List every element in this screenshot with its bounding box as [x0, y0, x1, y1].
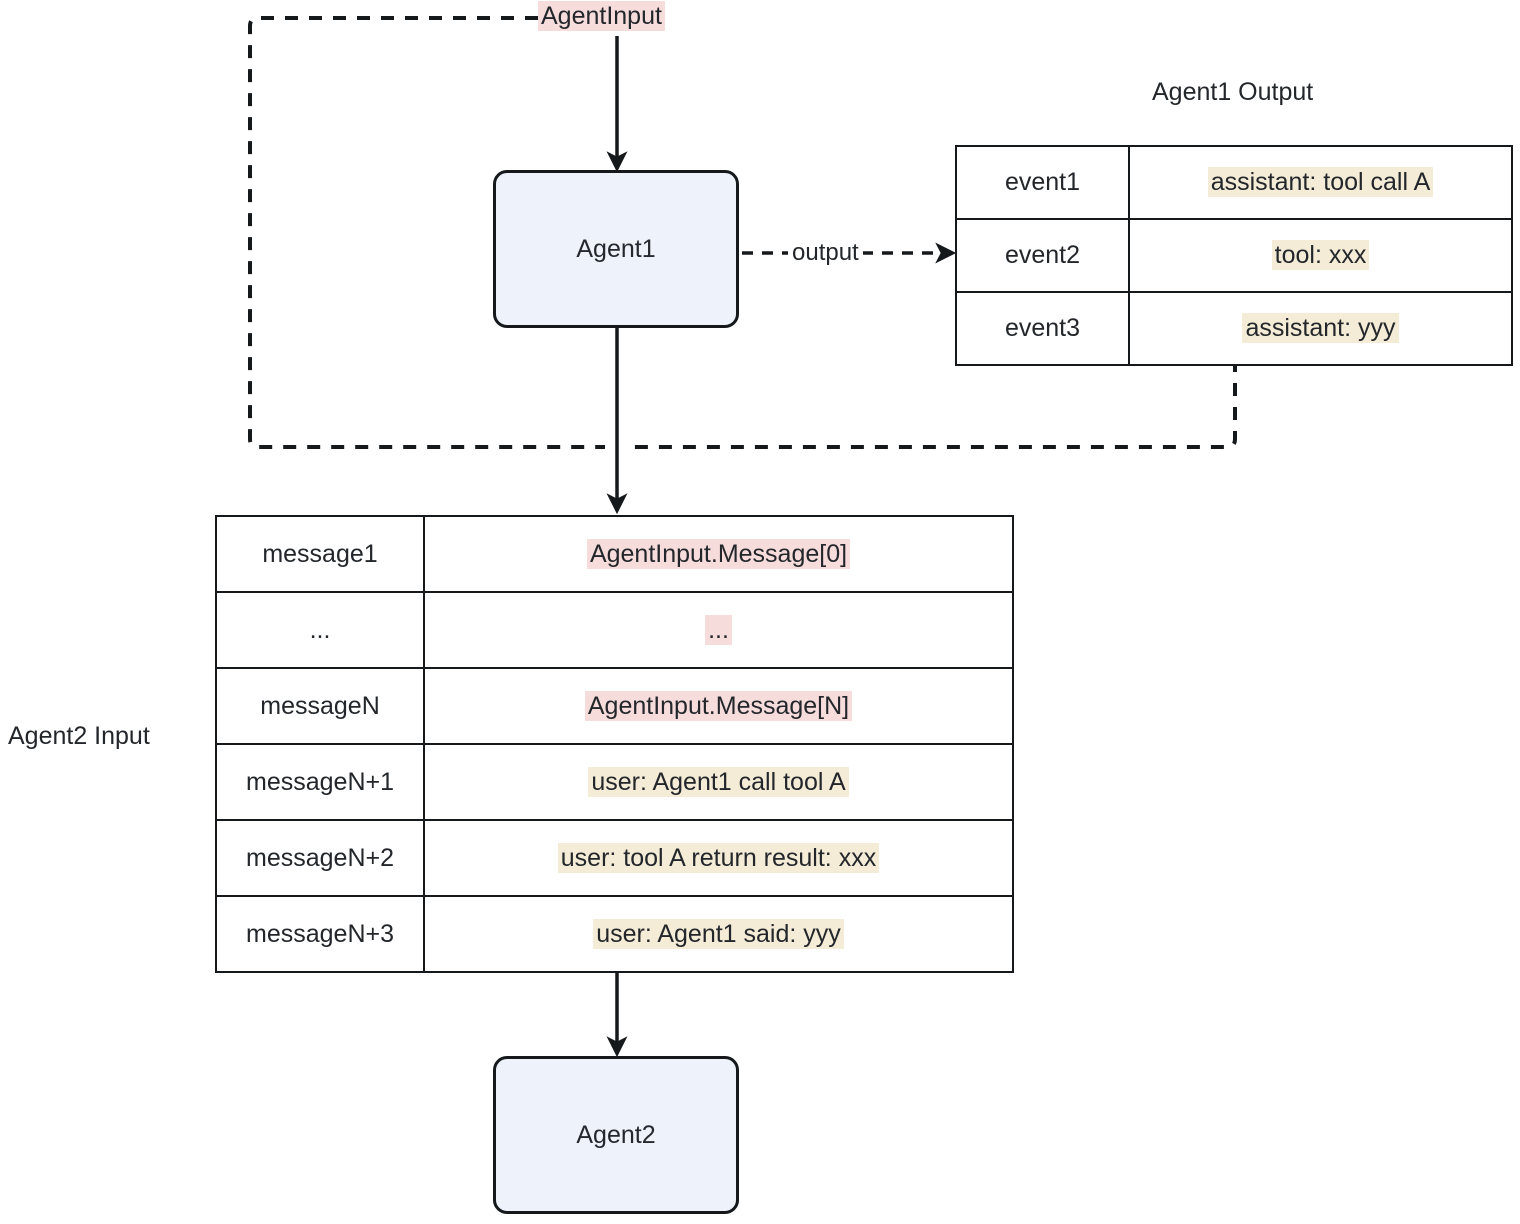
- event-value-text: assistant: tool call A: [1207, 167, 1434, 197]
- event-value-cell: tool: xxx: [1128, 218, 1513, 293]
- message-key-cell: ...: [215, 591, 425, 669]
- table-row: event1 assistant: tool call A: [955, 145, 1513, 220]
- message-value-text: user: Agent1 call tool A: [588, 766, 849, 797]
- table-row: messageN+1 user: Agent1 call tool A: [215, 743, 1014, 821]
- message-key-cell: messageN+3: [215, 895, 425, 973]
- message-value-text: user: tool A return result: xxx: [557, 842, 880, 873]
- event-value-cell: assistant: tool call A: [1128, 145, 1513, 220]
- event-value-text: assistant: yyy: [1242, 313, 1399, 343]
- agent2-input-caption: Agent2 Input: [8, 722, 150, 750]
- message-value-cell: user: Agent1 said: yyy: [423, 895, 1014, 973]
- message-value-cell: user: Agent1 call tool A: [423, 743, 1014, 821]
- agent2-node-label: Agent2: [576, 1120, 656, 1149]
- event-key-cell: event2: [955, 218, 1130, 293]
- agent1-output-caption: Agent1 Output: [1152, 78, 1314, 106]
- message-key-cell: messageN+2: [215, 819, 425, 897]
- edge-agent1output-feedback-rail: [630, 359, 1237, 449]
- message-key-cell: message1: [215, 515, 425, 593]
- table-row: messageN+3 user: Agent1 said: yyy: [215, 895, 1014, 973]
- table-row: event3 assistant: yyy: [955, 291, 1513, 366]
- message-value-cell: ...: [423, 591, 1014, 669]
- message-value-cell: user: tool A return result: xxx: [423, 819, 1014, 897]
- agent-input-text: AgentInput: [538, 1, 665, 31]
- message-value-text: AgentInput.Message[0]: [586, 538, 851, 569]
- table-row: ... ...: [215, 591, 1014, 669]
- table-row: message1 AgentInput.Message[0]: [215, 515, 1014, 593]
- event-value-cell: assistant: yyy: [1128, 291, 1513, 366]
- output-edge-label: output: [788, 239, 863, 267]
- table-row: event2 tool: xxx: [955, 218, 1513, 293]
- message-value-cell: AgentInput.Message[0]: [423, 515, 1014, 593]
- agent1-output-table: event1 assistant: tool call A event2 too…: [955, 145, 1513, 366]
- message-key-cell: messageN+1: [215, 743, 425, 821]
- agent2-node[interactable]: Agent2: [493, 1056, 739, 1214]
- agent1-node-label: Agent1: [576, 234, 656, 263]
- event-key-cell: event3: [955, 291, 1130, 366]
- message-value-cell: AgentInput.Message[N]: [423, 667, 1014, 745]
- message-value-text: AgentInput.Message[N]: [584, 690, 853, 721]
- agent-input-label: AgentInput: [538, 1, 665, 31]
- agent1-node[interactable]: Agent1: [493, 170, 739, 328]
- event-key-cell: event1: [955, 145, 1130, 220]
- message-value-text: ...: [705, 614, 732, 645]
- table-row: messageN+2 user: tool A return result: x…: [215, 819, 1014, 897]
- message-value-text: user: Agent1 said: yyy: [593, 918, 844, 949]
- agent2-input-table: message1 AgentInput.Message[0] ... ... m…: [215, 515, 1014, 973]
- table-row: messageN AgentInput.Message[N]: [215, 667, 1014, 745]
- message-key-cell: messageN: [215, 667, 425, 745]
- event-value-text: tool: xxx: [1271, 240, 1370, 270]
